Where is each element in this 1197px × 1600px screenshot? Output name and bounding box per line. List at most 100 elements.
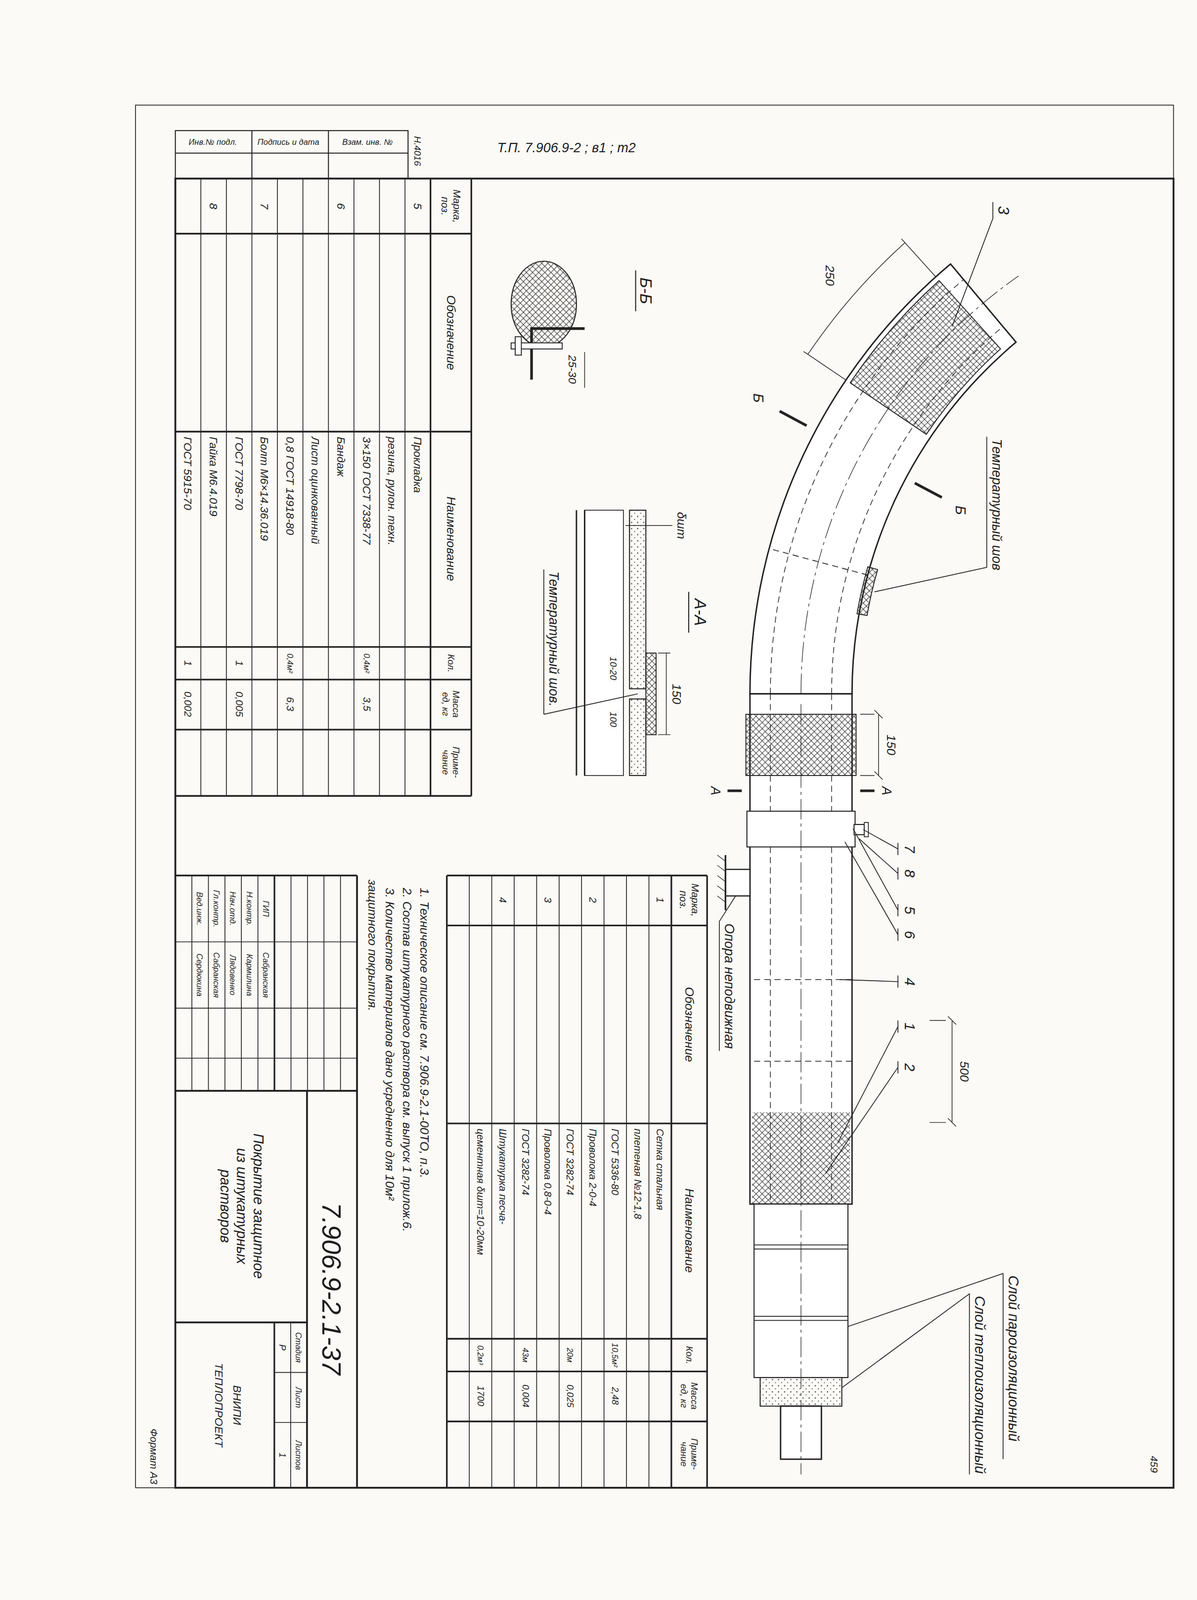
sheet-number: 459	[1148, 1456, 1160, 1473]
position-number: 5	[411, 203, 425, 210]
stamp-text: Взам. инв. №	[342, 136, 393, 147]
title-block-text: Сердюкина	[195, 953, 205, 997]
table-cell: 20м	[565, 1348, 576, 1364]
table-cell: ГОСТ 5915-70	[181, 437, 195, 511]
table-cell: ГОСТ 3282-74	[519, 1128, 532, 1196]
dimension: 100	[607, 710, 619, 729]
table-cell: Проволока 2-0-4	[586, 1128, 599, 1207]
title-block-text: Сабранская	[211, 952, 222, 999]
table-cell: 0,4м²	[285, 653, 295, 674]
table-header: Марка, поз.	[677, 874, 701, 926]
table-cell: 2,48	[610, 1387, 621, 1406]
table-cell: 3,5	[360, 697, 373, 712]
position-number: 3	[541, 897, 554, 903]
title-block-text: Нач.отд.	[228, 891, 238, 927]
table-cell: Бандаж	[334, 437, 348, 478]
section-mark: А	[707, 786, 723, 796]
callout-number: 3	[994, 206, 1013, 215]
title-block-text: Лядовенко	[228, 955, 238, 996]
table-cell: ГОСТ 3282-74	[564, 1128, 577, 1196]
callout-number: 5	[900, 906, 918, 915]
position-number: 4	[496, 897, 509, 903]
dimension: 10-20	[607, 655, 619, 682]
table-cell: цементная δшт=10-20мм	[474, 1128, 487, 1256]
title-block-text: Листов	[294, 1440, 304, 1471]
drawing-name: Покрытие защитное из штукатурных раствор…	[217, 1129, 267, 1284]
table-header: Обозначение	[682, 987, 697, 1063]
table-cell: 1	[233, 660, 246, 666]
callout-number: 4	[900, 977, 918, 986]
position-number: 7	[258, 203, 271, 210]
table-cell: Лист оцинкованный	[309, 437, 322, 545]
stamp-text: Подпись и дата	[257, 136, 320, 147]
title-block-text: Н.контр.	[245, 891, 255, 927]
position-number: 2	[586, 897, 599, 903]
table-cell: плетеная №12-1,8	[631, 1128, 644, 1220]
table-header: Кол.	[683, 1346, 695, 1365]
organisation: ВНИПИ	[230, 1385, 244, 1425]
note: 1. Техническое описание см. 7.906.9-2.1-…	[417, 887, 432, 1179]
format-text: Формат А3	[147, 1428, 160, 1485]
table-cell: Прокладка	[411, 437, 425, 494]
table-cell: Сетка стальная	[654, 1128, 666, 1211]
position-number: 8	[207, 203, 221, 210]
position-number: 6	[334, 203, 348, 210]
annotation: Слой теплоизоляционный	[971, 1296, 988, 1475]
table-header: Обозначение	[443, 295, 458, 371]
table-header: Наименование	[443, 496, 458, 582]
table-cell: Штукатурка песча-	[496, 1128, 509, 1225]
callout-number: 1	[900, 1022, 918, 1031]
table-header: Марка, поз.	[439, 180, 463, 232]
note: 2. Состав штукатурного раствора см. выпу…	[399, 887, 414, 1233]
dimension: 500	[957, 1061, 972, 1082]
title-block-text: Кармилина	[245, 954, 255, 997]
title-block-text: Лист	[294, 1387, 304, 1409]
callout-number: 6	[900, 931, 918, 939]
section-mark: А	[879, 786, 895, 796]
title-block-text: Сабранская	[261, 952, 271, 999]
table-cell: 3×150 ГОСТ 7338-77	[360, 437, 374, 545]
table-cell: 0,4м²	[361, 653, 372, 674]
table-cell: резина, рулон. техн.	[385, 437, 399, 546]
stamp-text: Инв.№ подл.	[188, 136, 238, 147]
annotation: Опора неподвижная	[721, 923, 738, 1049]
table-cell: 0,004	[520, 1384, 531, 1408]
table-cell: 0,025	[565, 1384, 576, 1408]
table-cell: 0,002	[181, 691, 194, 718]
table-cell: ГОСТ 5336-80	[609, 1128, 621, 1196]
table-cell: 0,2м³	[475, 1345, 486, 1366]
organisation: ТЕПЛОПРОЕКТ	[212, 1363, 226, 1448]
dimension: 150	[669, 683, 684, 705]
dimension: 250	[822, 265, 837, 286]
table-cell: 0,8 ГОСТ 14918-80	[283, 437, 297, 536]
section-title: Б-Б	[636, 277, 656, 305]
note: защитного покрытия.	[365, 880, 380, 1012]
table-header: Наименование	[682, 1188, 697, 1274]
table-cell: Проволока 0,8-0-4	[541, 1128, 554, 1216]
title-block-text: Р	[277, 1344, 288, 1351]
table-header: Приме- чание	[440, 742, 462, 784]
note: 3. Количество материалов дано усредненно…	[382, 887, 397, 1201]
table-cell: 0,005	[233, 691, 246, 718]
dimension: 150	[883, 734, 898, 755]
annotation: Температурный шов.	[546, 571, 562, 708]
table-cell: 1700	[475, 1385, 486, 1407]
callout-number: 2	[900, 1063, 918, 1072]
annotation: Температурный шов	[989, 439, 1005, 571]
table-cell: Болт М6×14.36.019	[258, 437, 271, 542]
designation: 7.906.9-2.1-37	[316, 1202, 348, 1376]
section-mark: Б	[750, 393, 767, 403]
section-title: А-А	[690, 598, 710, 626]
table-cell: ГОСТ 7798-70	[232, 437, 246, 511]
table-cell: 6,3	[284, 697, 297, 712]
section-mark: Б	[951, 505, 969, 516]
table-header: Приме- чание	[678, 1434, 701, 1476]
title-block-text: Гл.контр.	[211, 890, 222, 929]
title-block-text: Вед.инж.	[195, 891, 205, 926]
title-block-text: Стадия	[294, 1332, 304, 1364]
title-block-text: ГИП	[261, 900, 271, 918]
callout-number: 8	[900, 869, 918, 878]
table-cell: Гайка М6.4.019	[207, 437, 221, 517]
dimension: 25-30	[566, 353, 579, 386]
table-header: Масса ед, кг	[678, 1375, 701, 1418]
